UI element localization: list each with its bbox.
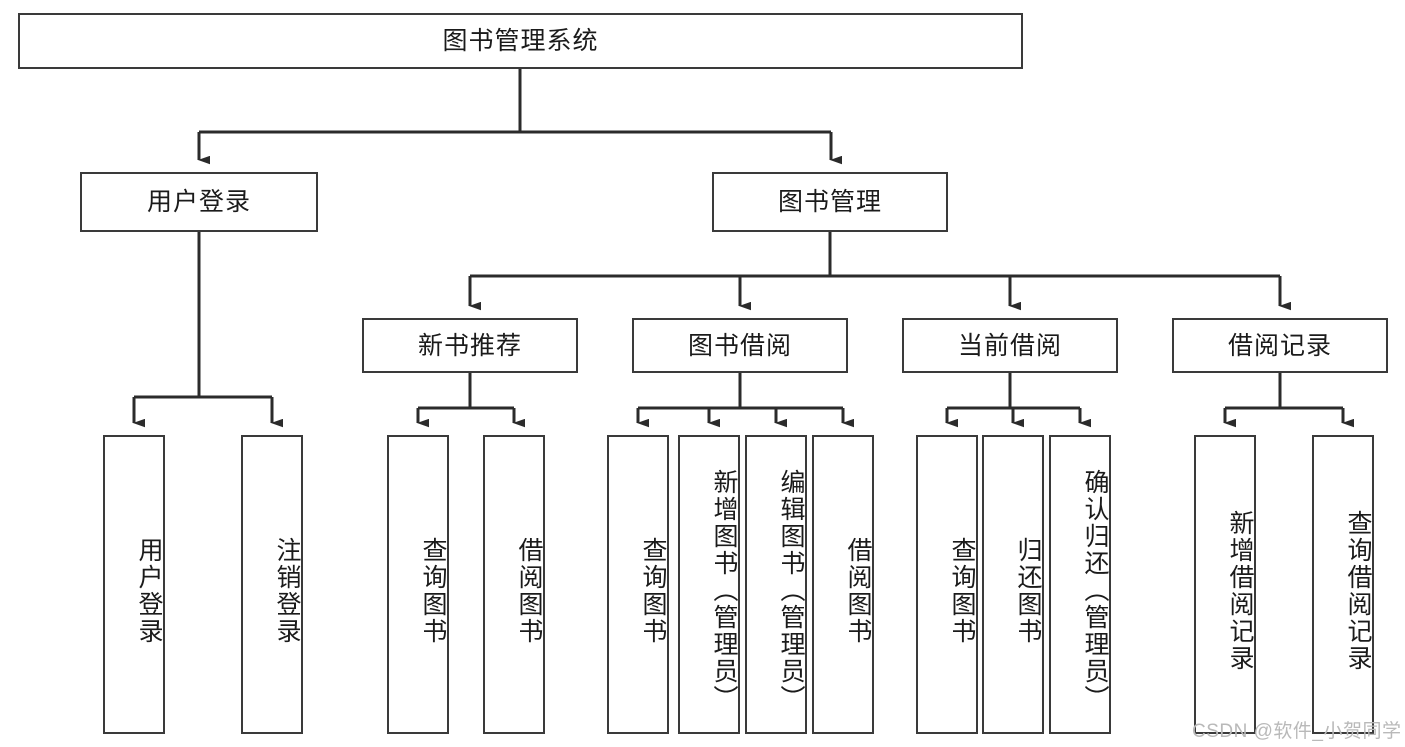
node-leaf-confirm-return-admin[interactable]: 确认归还（管理员） bbox=[1049, 435, 1111, 734]
node-borrow-record-label: 借阅记录 bbox=[1227, 331, 1332, 360]
node-leaf-borrow-book-1-label: 借阅图书 bbox=[515, 536, 543, 645]
node-leaf-query-book-2[interactable]: 查询图书 bbox=[607, 435, 669, 734]
node-root[interactable]: 图书管理系统 bbox=[18, 13, 1023, 69]
node-leaf-edit-book-admin-label: 编辑图书（管理员） bbox=[777, 469, 805, 712]
node-leaf-add-borrow-record[interactable]: 新增借阅记录 bbox=[1194, 435, 1256, 734]
node-leaf-query-book-3-label: 查询图书 bbox=[948, 536, 976, 645]
node-user-login[interactable]: 用户登录 bbox=[80, 172, 318, 232]
node-book-manage-label: 图书管理 bbox=[777, 188, 882, 216]
node-book-borrow[interactable]: 图书借阅 bbox=[632, 318, 848, 373]
node-leaf-add-book-admin[interactable]: 新增图书（管理员） bbox=[678, 435, 740, 734]
node-user-login-label: 用户登录 bbox=[146, 188, 251, 216]
node-leaf-borrow-book-2-label: 借阅图书 bbox=[844, 536, 872, 645]
node-leaf-return-book[interactable]: 归还图书 bbox=[982, 435, 1044, 734]
node-book-manage[interactable]: 图书管理 bbox=[712, 172, 948, 232]
node-leaf-add-borrow-record-label: 新增借阅记录 bbox=[1226, 509, 1254, 672]
node-leaf-borrow-book-1[interactable]: 借阅图书 bbox=[483, 435, 545, 734]
node-root-label: 图书管理系统 bbox=[442, 27, 599, 55]
node-leaf-edit-book-admin[interactable]: 编辑图书（管理员） bbox=[745, 435, 807, 734]
node-book-borrow-label: 图书借阅 bbox=[687, 331, 792, 360]
node-new-book-rec-label: 新书推荐 bbox=[417, 331, 522, 360]
node-current-borrow[interactable]: 当前借阅 bbox=[902, 318, 1118, 373]
node-leaf-user-login-label: 用户登录 bbox=[135, 536, 163, 645]
csdn-watermark: CSDN @软件_小贺同学 bbox=[1192, 721, 1402, 742]
node-leaf-user-logout-label: 注销登录 bbox=[273, 536, 301, 645]
node-leaf-add-book-admin-label: 新增图书（管理员） bbox=[710, 469, 738, 712]
node-leaf-query-borrow-record-label: 查询借阅记录 bbox=[1344, 509, 1372, 672]
node-leaf-return-book-label: 归还图书 bbox=[1014, 536, 1042, 645]
node-leaf-confirm-return-admin-label: 确认归还（管理员） bbox=[1081, 469, 1109, 712]
node-leaf-query-book-1[interactable]: 查询图书 bbox=[387, 435, 449, 734]
node-leaf-borrow-book-2[interactable]: 借阅图书 bbox=[812, 435, 874, 734]
node-leaf-query-book-1-label: 查询图书 bbox=[419, 536, 447, 645]
node-leaf-query-book-2-label: 查询图书 bbox=[639, 536, 667, 645]
node-borrow-record[interactable]: 借阅记录 bbox=[1172, 318, 1388, 373]
node-leaf-user-logout[interactable]: 注销登录 bbox=[241, 435, 303, 734]
node-leaf-query-book-3[interactable]: 查询图书 bbox=[916, 435, 978, 734]
node-leaf-query-borrow-record[interactable]: 查询借阅记录 bbox=[1312, 435, 1374, 734]
node-new-book-rec[interactable]: 新书推荐 bbox=[362, 318, 578, 373]
node-leaf-user-login[interactable]: 用户登录 bbox=[103, 435, 165, 734]
node-current-borrow-label: 当前借阅 bbox=[957, 331, 1062, 360]
